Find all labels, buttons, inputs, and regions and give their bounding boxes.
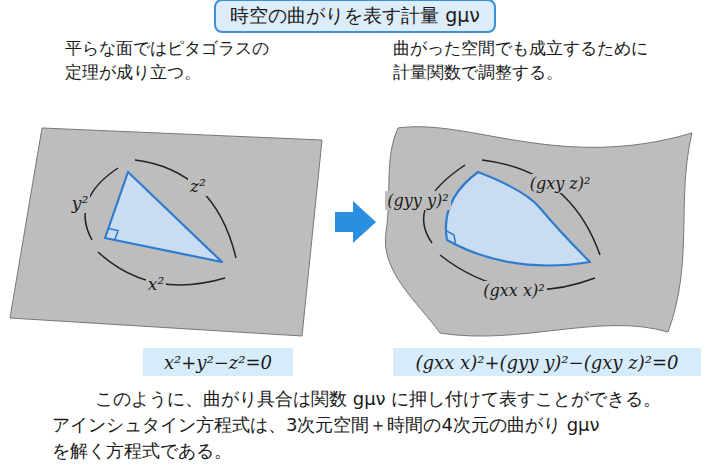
block-arrow — [335, 201, 376, 243]
right-angle-mark — [108, 229, 118, 240]
side-label: y² — [70, 193, 90, 213]
side-label: z² — [188, 176, 208, 196]
side-label: (gxy z)² — [528, 174, 593, 193]
explanation-text: アインシュタイン方程式は、3次元空間＋時間の4次元の曲がり gμν を解く方程式… — [52, 412, 600, 464]
equation: (gxx x)²+(gyy y)²−(gxy z)²=0 — [416, 352, 679, 373]
flat-plane — [10, 128, 322, 336]
panel-heading: 平らな面ではピタゴラスの 定理が成り立つ。 — [65, 36, 279, 84]
equation: x²+y²−z²=0 — [164, 352, 272, 373]
side-bracket — [135, 160, 236, 258]
panel-heading: 曲がった空間でも成立するために 計量関数で調整する。 — [393, 36, 658, 84]
right-angle-mark — [445, 230, 455, 245]
side-label: (gxx x)² — [481, 281, 546, 300]
side-label: (gyy y)² — [385, 191, 450, 210]
curved-surface — [385, 127, 692, 336]
side-label: x² — [146, 274, 166, 294]
title-box: 時空の曲がりを表す計量 gμν — [214, 0, 496, 33]
equation-box: x²+y²−z²=0 — [143, 348, 293, 376]
explanation-text: このように、曲がり具合は関数 gμν に押し付けて表すことができる。 — [95, 386, 661, 412]
side-bracket — [482, 160, 600, 255]
title: 時空の曲がりを表す計量 gμν — [230, 3, 480, 29]
equation-box: (gxx x)²+(gyy y)²−(gxy z)²=0 — [393, 348, 701, 376]
flat-triangle — [105, 172, 222, 262]
